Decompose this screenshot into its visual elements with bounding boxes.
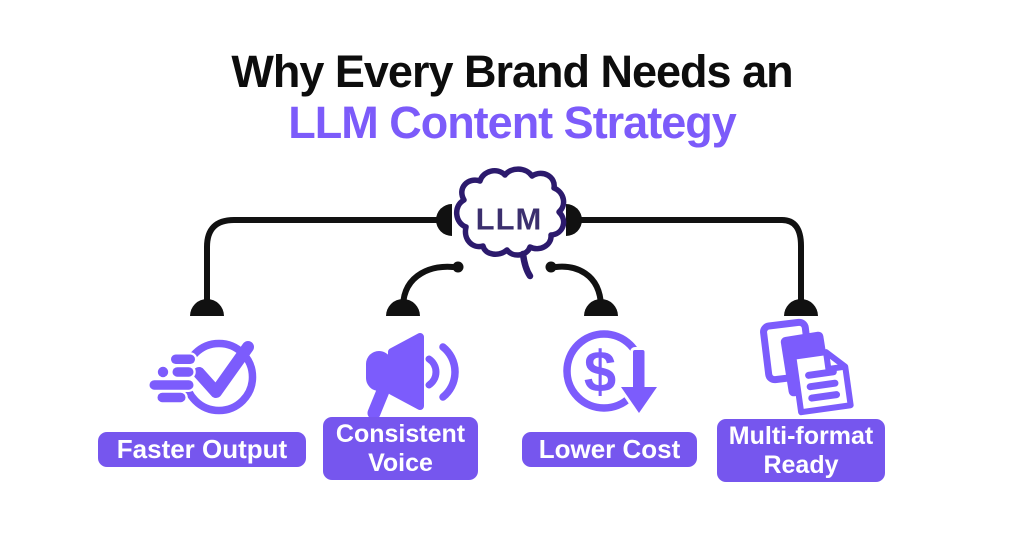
down-arrow-icon xyxy=(618,347,660,416)
sound-wave-icon xyxy=(439,343,459,401)
connector-domes xyxy=(190,299,818,316)
megaphone-icon xyxy=(366,333,459,420)
page-title-line1: Why Every Brand Needs an xyxy=(231,46,793,97)
front-document xyxy=(790,349,854,416)
connector-left xyxy=(204,217,443,308)
sound-wave-icon xyxy=(425,355,440,389)
connector-right xyxy=(575,217,804,308)
brain-icon: LLM xyxy=(454,166,567,280)
brain-label: LLM xyxy=(476,202,543,237)
benefit-label-consistent-voice: Consistent Voice xyxy=(323,417,478,480)
connector-mid-left xyxy=(400,261,464,309)
text-lines xyxy=(805,368,841,402)
dollar-decrease-icon: $ xyxy=(563,330,660,416)
connector-left-plug xyxy=(436,204,452,236)
dome-icon xyxy=(386,299,420,316)
page-title-line2: LLM Content Strategy xyxy=(288,97,737,148)
speed-checkmark-icon xyxy=(147,339,257,415)
dollar-sign: $ xyxy=(584,340,616,405)
benefit-label-multi-format-ready: Multi-format Ready xyxy=(717,419,885,482)
brain-stem xyxy=(519,250,534,280)
documents-stack-icon xyxy=(760,318,854,416)
connector-right-plug xyxy=(566,204,582,236)
benefit-label-lower-cost: Lower Cost xyxy=(522,432,697,467)
connector-dot xyxy=(452,261,464,273)
dome-icon xyxy=(584,299,618,316)
speed-lines xyxy=(147,352,198,405)
connector-mid-right xyxy=(545,261,604,309)
benefit-label-faster-output: Faster Output xyxy=(98,432,306,467)
connector-dot xyxy=(545,261,557,273)
dome-icon xyxy=(784,299,818,316)
page-title: Why Every Brand Needs an LLM Content Str… xyxy=(0,46,1024,148)
dome-icon xyxy=(190,299,224,316)
